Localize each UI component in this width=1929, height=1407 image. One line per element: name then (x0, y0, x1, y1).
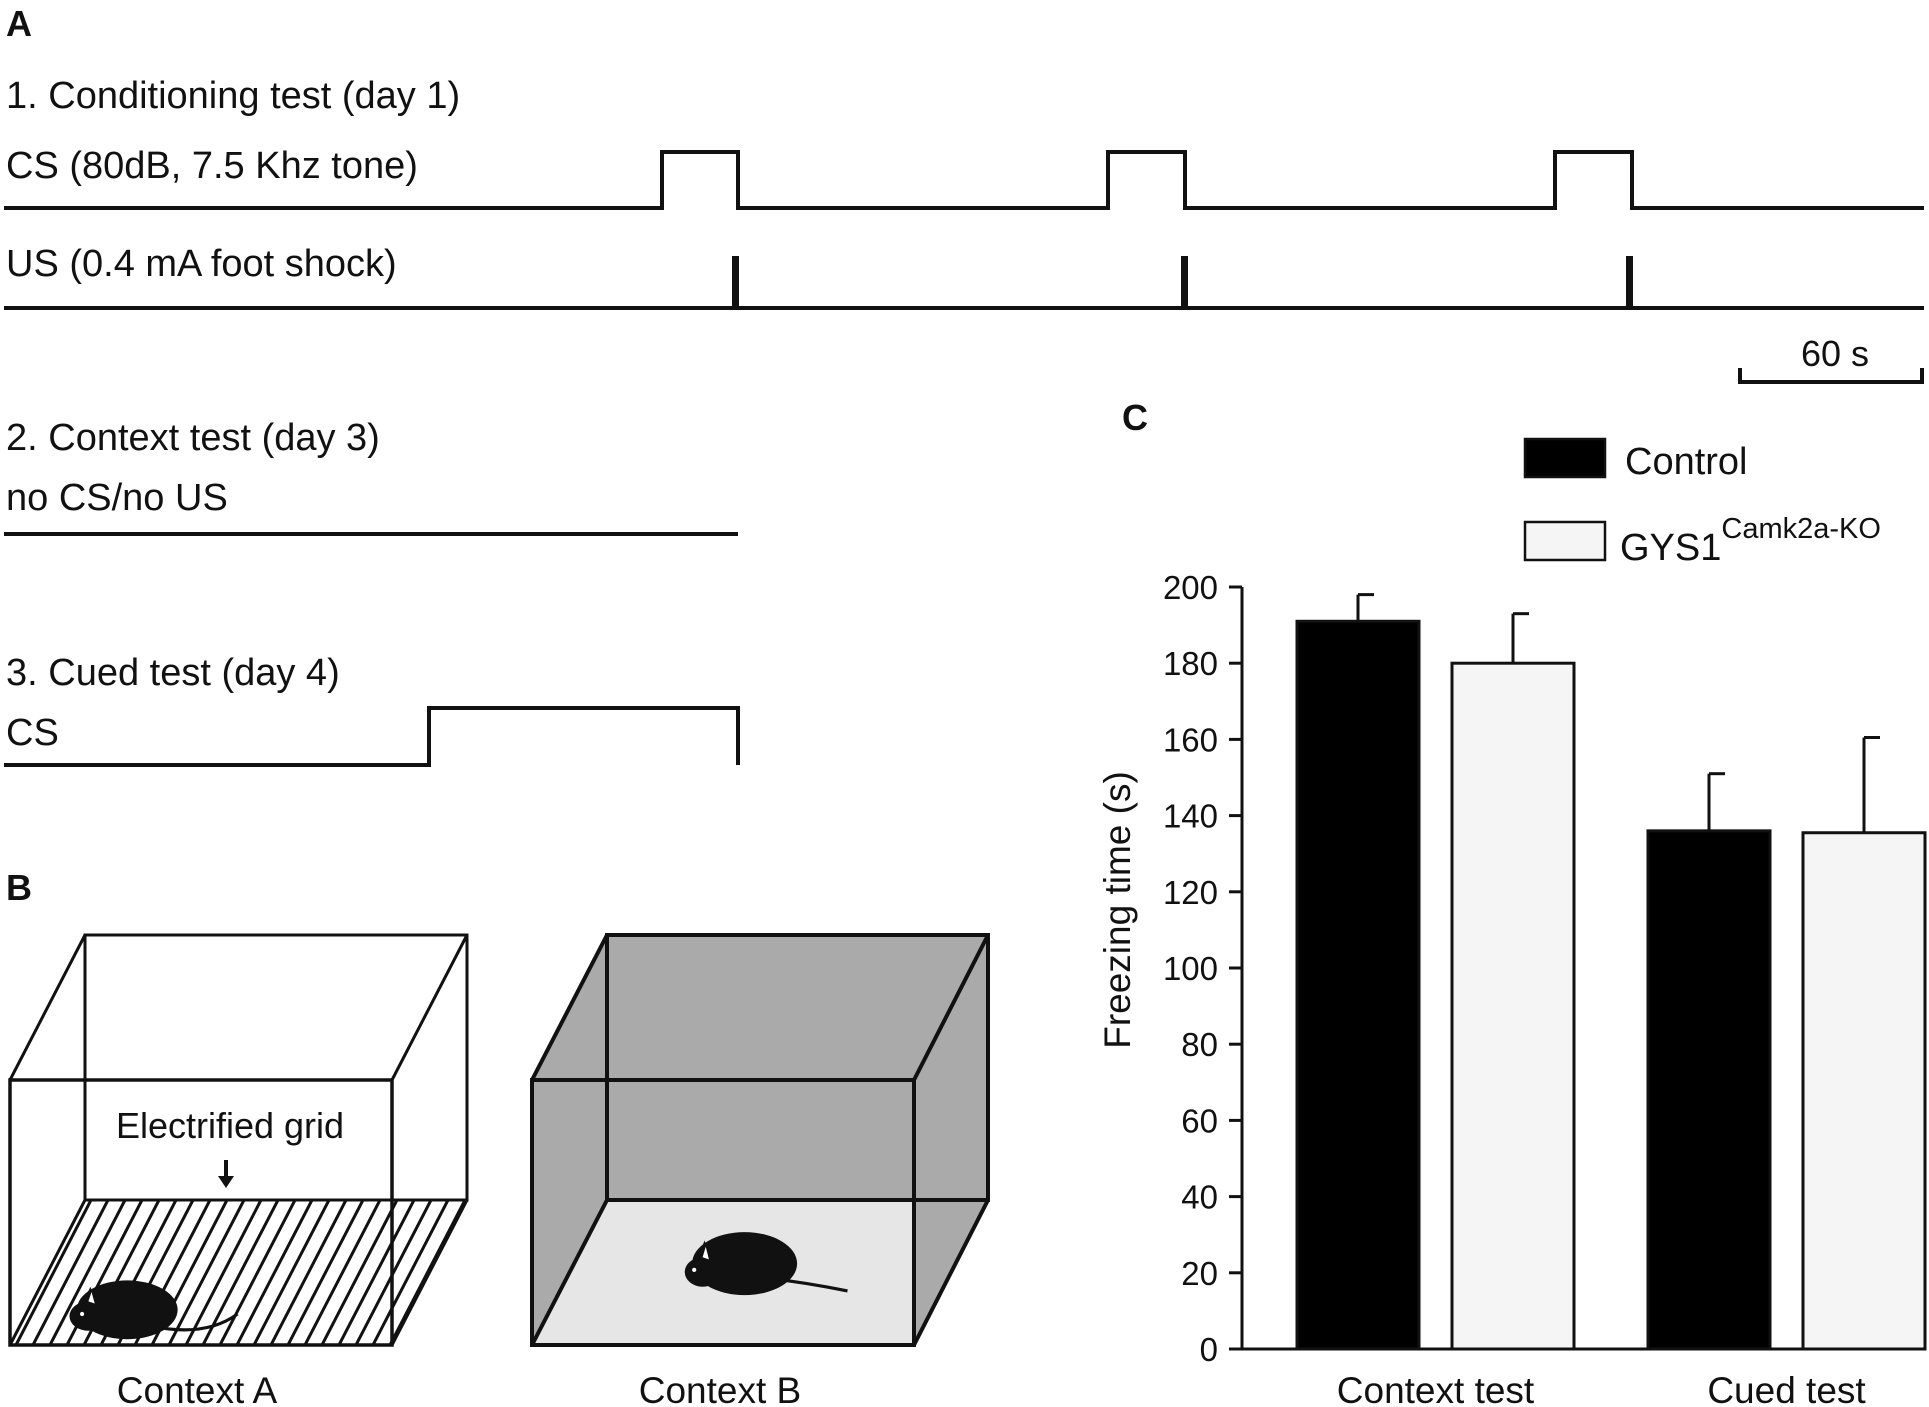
grid-stripe (0, 1200, 6, 1345)
us-shock-2 (1181, 256, 1188, 308)
panel-a: A 1. Conditioning test (day 1) CS (80dB,… (4, 3, 1924, 767)
grid-stripe (286, 1200, 365, 1345)
electrified-grid-label: Electrified grid (116, 1105, 344, 1146)
us-shock-3 (1626, 256, 1633, 308)
cued-test-sub: CS (6, 712, 59, 754)
legend-label-ko-main: GYS1 (1620, 527, 1721, 569)
us-label: US (0.4 mA foot shock) (6, 243, 397, 285)
bar (1295, 619, 1421, 1351)
y-tick-label: 0 (1200, 1331, 1218, 1368)
y-tick-label: 140 (1163, 798, 1218, 835)
grid-stripe (320, 1200, 399, 1345)
grid-stripe (31, 1200, 110, 1345)
down-arrow-icon (218, 1160, 234, 1188)
grid-stripe (184, 1200, 263, 1345)
y-tick-label: 60 (1181, 1102, 1218, 1139)
scale-bar-label: 60 s (1801, 333, 1869, 374)
legend: Control GYS1Camk2a-KO (1523, 437, 1881, 569)
scale-bar (1738, 368, 1924, 384)
grid-stripe (48, 1200, 127, 1345)
grid-stripe (337, 1200, 416, 1345)
conditioning-title: 1. Conditioning test (day 1) (6, 75, 460, 117)
context-a-label: Context A (117, 1370, 278, 1407)
mouse-icon (69, 1280, 239, 1340)
box-b-right-wall (914, 935, 988, 1345)
grid-stripe (14, 1200, 93, 1345)
y-tick-label: 200 (1163, 569, 1218, 606)
panel-a-letter: A (6, 3, 32, 44)
context-b-box: Context B (530, 933, 990, 1407)
bar (1646, 829, 1772, 1351)
grid-stripe (252, 1200, 331, 1345)
panel-b: B Electrified grid (0, 867, 990, 1407)
y-tick-label: 100 (1163, 950, 1218, 987)
grid-stripe (269, 1200, 348, 1345)
legend-label-control: Control (1625, 441, 1748, 483)
context-b-label: Context B (639, 1370, 801, 1407)
legend-label-ko: GYS1Camk2a-KO (1620, 513, 1881, 569)
context-test-title: 2. Context test (day 3) (6, 417, 380, 459)
panel-b-letter: B (6, 867, 32, 908)
grid-stripe (303, 1200, 382, 1345)
y-tick-label: 160 (1163, 721, 1218, 758)
grid-stripe (218, 1200, 297, 1345)
x-category-label: Cued test (1707, 1370, 1866, 1407)
x-category-label: Context test (1337, 1370, 1535, 1407)
grid-stripe (388, 1200, 467, 1345)
cued-test-title: 3. Cued test (day 4) (6, 652, 340, 694)
cs-trace (4, 150, 1924, 210)
bar (1450, 661, 1576, 1351)
y-tick-label: 120 (1163, 874, 1218, 911)
y-tick-label: 180 (1163, 645, 1218, 682)
legend-swatch-control (1523, 437, 1607, 479)
mouse-icon (684, 1232, 848, 1296)
box-b-top (532, 935, 988, 1080)
legend-label-ko-sup: Camk2a-KO (1721, 513, 1881, 545)
cued-trace (4, 706, 740, 767)
y-tick-label: 80 (1181, 1026, 1218, 1063)
y-axis-label: Freezing time (s) (1097, 771, 1138, 1049)
grid-stripe (201, 1200, 280, 1345)
context-a-box: Electrified grid Context A (0, 933, 469, 1407)
grid-stripe (167, 1200, 246, 1345)
grid-stripe (235, 1200, 314, 1345)
grid-stripe (456, 1200, 467, 1345)
y-tick-label: 40 (1181, 1179, 1218, 1216)
legend-swatch-ko (1523, 520, 1607, 562)
context-test-sub: no CS/no US (6, 477, 228, 519)
y-tick-label: 20 (1181, 1255, 1218, 1292)
panel-c-letter: C (1122, 397, 1148, 438)
grid-stripe (371, 1200, 450, 1345)
cs-label: CS (80dB, 7.5 Khz tone) (6, 145, 418, 187)
us-shock-1 (732, 256, 739, 308)
bar (1801, 831, 1927, 1351)
panel-c: C Control GYS1Camk2a-KO Freezing time (s… (1097, 397, 1927, 1407)
